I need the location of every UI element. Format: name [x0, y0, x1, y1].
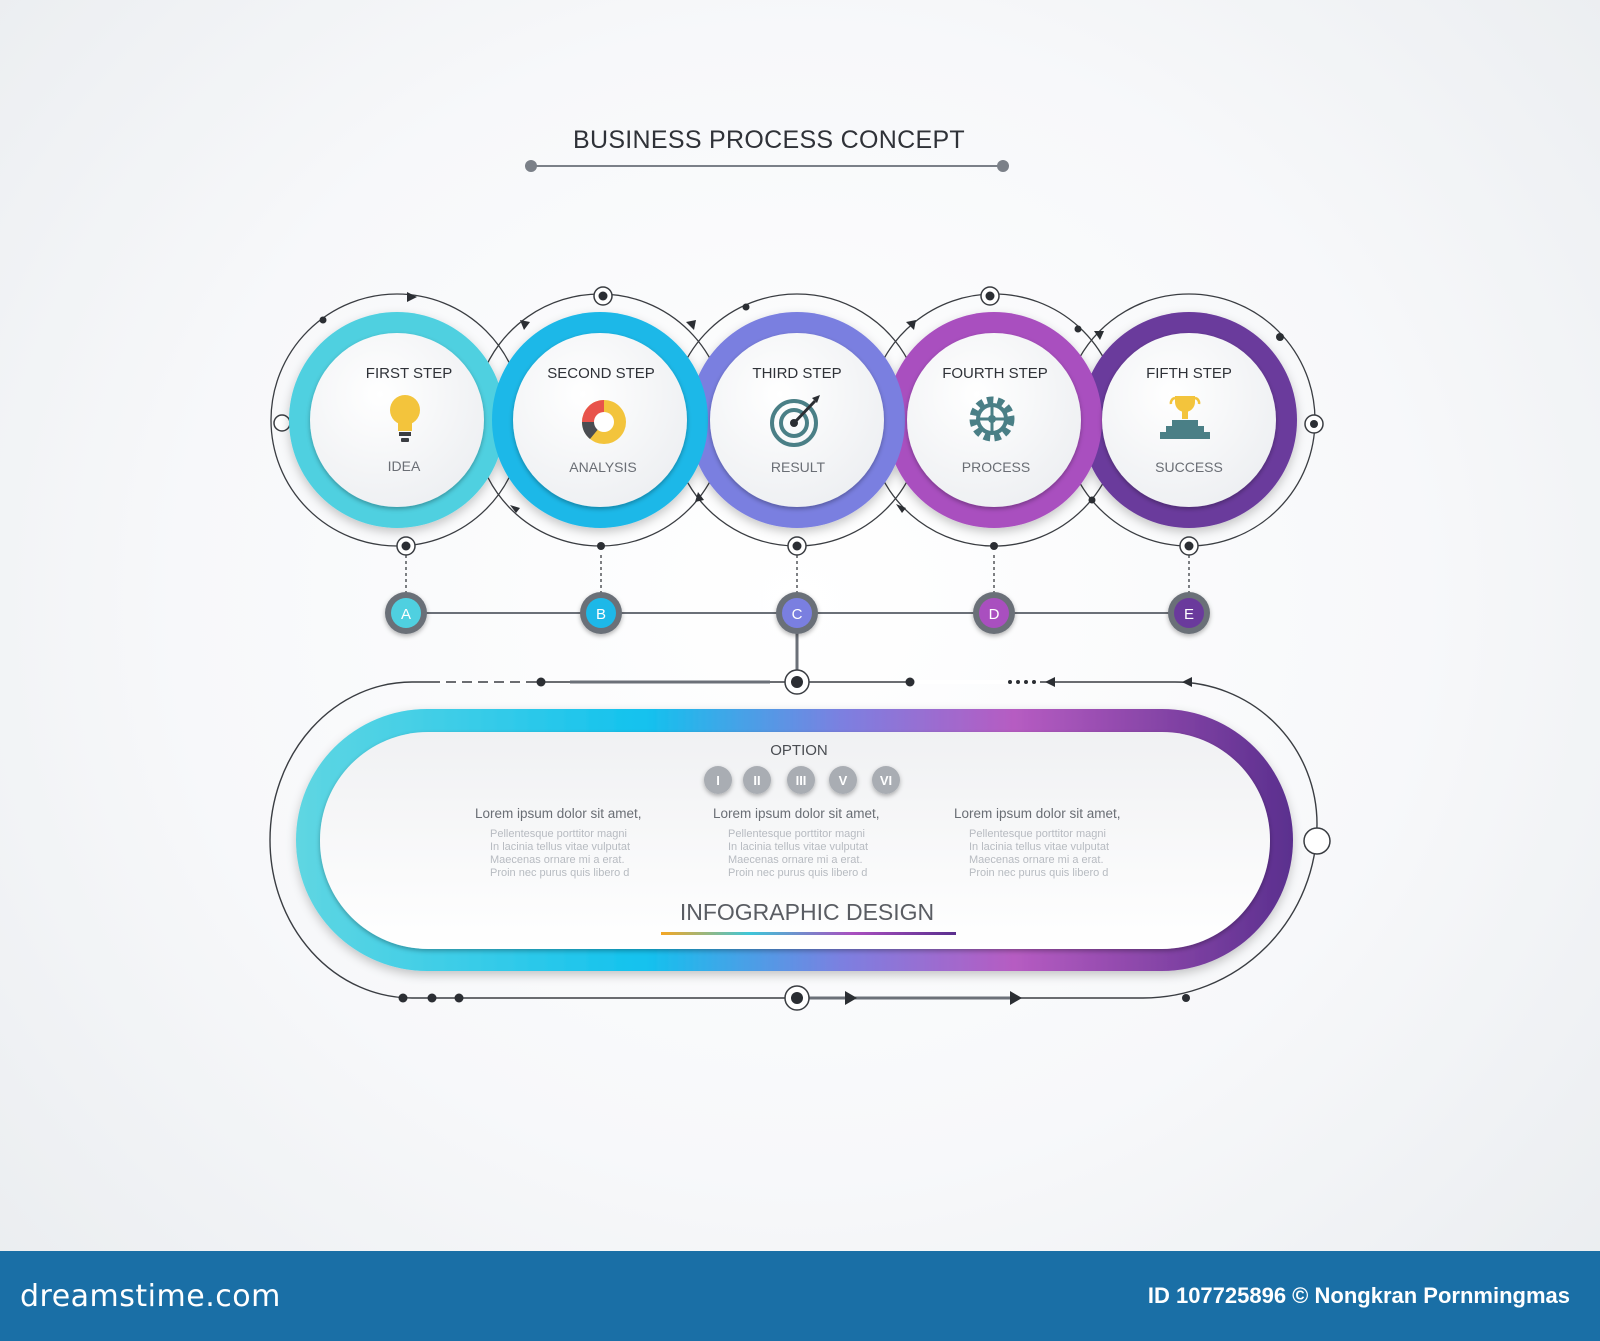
option-badges: I II III V VI [704, 766, 900, 794]
svg-text:III: III [796, 773, 807, 788]
step-label: ANALYSIS [569, 459, 636, 475]
connector-nodes [396, 536, 1199, 556]
column-line: Proin nec purus quis libero d [969, 867, 1108, 879]
option-badge-4: V [829, 766, 857, 794]
badge-letter: D [989, 606, 1000, 623]
badge-letter: C [792, 606, 803, 623]
step-card-2: SECOND STEP ANALYSIS [547, 365, 655, 475]
pill-track [269, 680, 1318, 1000]
column-line: Maecenas ornare mi a erat. [969, 854, 1104, 866]
text-column-1: Lorem ipsum dolor sit amet, Pellentesque… [475, 806, 642, 879]
column-line: Proin nec purus quis libero d [728, 867, 867, 879]
design-title: INFOGRAPHIC DESIGN [680, 899, 934, 925]
badge-letter: E [1184, 606, 1194, 623]
option-badge-3: III [787, 766, 815, 794]
svg-text:I: I [716, 773, 720, 788]
footer-bar: dreamstime.com ID 107725896 © Nongkran P… [0, 1251, 1600, 1341]
image-credit: ID 107725896 © Nongkran Pornmingmas [1147, 1283, 1570, 1308]
step-card-5: FIFTH STEP SUCCESS [1146, 365, 1232, 475]
column-line: Maecenas ornare mi a erat. [490, 854, 625, 866]
letter-badge-c: C [776, 592, 818, 634]
option-badge-1: I [704, 766, 732, 794]
column-line: In lacinia tellus vitae vulputat [490, 841, 630, 853]
page-title: BUSINESS PROCESS CONCEPT [573, 126, 965, 154]
step-title: FIRST STEP [366, 365, 452, 382]
text-column-3: Lorem ipsum dolor sit amet, Pellentesque… [954, 806, 1121, 879]
title-divider [525, 160, 1009, 172]
step-label: SUCCESS [1155, 459, 1223, 475]
column-line: Maecenas ornare mi a erat. [728, 854, 863, 866]
letter-badge-b: B [580, 592, 622, 634]
step-label: RESULT [771, 459, 826, 475]
step-label: IDEA [388, 458, 421, 474]
option-label: OPTION [770, 742, 828, 759]
step-card-3: THIRD STEP RESULT [752, 365, 841, 475]
trophy-icon [1160, 396, 1210, 439]
letter-badge-e: E [1168, 592, 1210, 634]
pill-track-markers [398, 669, 1331, 1011]
step-title: SECOND STEP [547, 365, 655, 382]
pie-chart-icon [582, 400, 626, 444]
step-label: PROCESS [962, 459, 1030, 475]
step-card-1: FIRST STEP IDEA [366, 365, 452, 474]
badge-letter: B [596, 606, 606, 623]
option-badge-2: II [743, 766, 771, 794]
letter-badge-d: D [973, 592, 1015, 634]
column-heading: Lorem ipsum dolor sit amet, [475, 806, 642, 821]
column-heading: Lorem ipsum dolor sit amet, [713, 806, 880, 821]
column-line: Pellentesque porttitor magni [969, 828, 1106, 840]
design-title-underline [661, 932, 956, 935]
column-line: In lacinia tellus vitae vulputat [969, 841, 1109, 853]
step-title: FOURTH STEP [942, 365, 1048, 382]
badge-letter: A [401, 606, 411, 623]
brand-logo[interactable]: dreamstime.com [20, 1279, 281, 1314]
step-title: FIFTH STEP [1146, 365, 1232, 382]
column-line: Pellentesque porttitor magni [490, 828, 627, 840]
svg-text:VI: VI [880, 773, 892, 788]
step-card-4: FOURTH STEP PROCESS [942, 365, 1048, 475]
lightbulb-icon [390, 395, 420, 442]
column-line: In lacinia tellus vitae vulputat [728, 841, 868, 853]
svg-text:II: II [753, 773, 760, 788]
orbit-markers [273, 286, 1324, 513]
column-line: Pellentesque porttitor magni [728, 828, 865, 840]
column-heading: Lorem ipsum dolor sit amet, [954, 806, 1121, 821]
step-title: THIRD STEP [752, 365, 841, 382]
text-column-2: Lorem ipsum dolor sit amet, Pellentesque… [713, 806, 880, 879]
column-line: Proin nec purus quis libero d [490, 867, 629, 879]
letter-badge-a: A [385, 592, 427, 634]
pill-panel [296, 709, 1293, 971]
option-badge-5: VI [872, 766, 900, 794]
target-icon [770, 395, 820, 447]
gear-icon [969, 396, 1015, 442]
svg-text:V: V [839, 773, 848, 788]
